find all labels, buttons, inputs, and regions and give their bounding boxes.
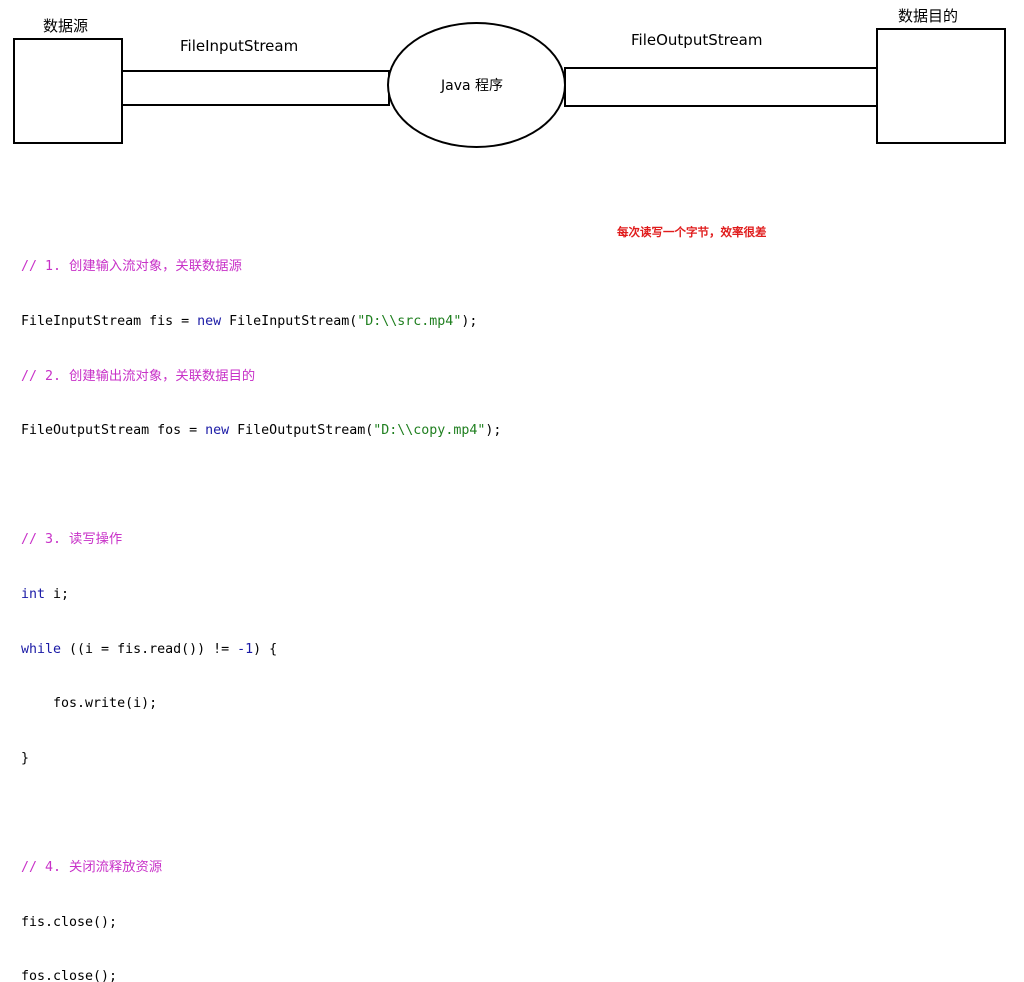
code-line-fis: FileInputStream fis = new FileInputStrea… bbox=[21, 313, 501, 331]
code-fis-string: "D:\\src.mp4" bbox=[357, 314, 462, 329]
code-line-fos: FileOutputStream fos = new FileOutputStr… bbox=[21, 422, 501, 440]
code-line-write: fos.write(i); bbox=[21, 696, 158, 712]
code-fis-ctor: FileInputStream( bbox=[221, 314, 358, 329]
input-stream-pipe bbox=[121, 70, 390, 106]
code-fos-string: "D:\\copy.mp4" bbox=[373, 423, 486, 439]
code-fos-new-keyword: new bbox=[205, 423, 230, 439]
java-program-label: Java 程序 bbox=[441, 78, 504, 94]
code-while-mid: ((i = fis.read()) != bbox=[61, 641, 238, 657]
code-fos-end: ); bbox=[485, 423, 502, 439]
source-label: 数据源 bbox=[43, 17, 89, 35]
java-program-ellipse bbox=[387, 22, 566, 148]
code-fis-type: FileInputStream fis = bbox=[21, 314, 198, 329]
code-comment-3: // 3. 读写操作 bbox=[21, 532, 123, 548]
code-fos-ctor: FileOutputStream( bbox=[229, 423, 374, 439]
code-blank-line bbox=[21, 477, 501, 495]
source-box bbox=[13, 38, 123, 144]
code-block: // 1. 创建输入流对象，关联数据源 FileInputStream fis … bbox=[21, 222, 501, 982]
input-stream-label: FileInputStream bbox=[180, 37, 299, 55]
code-line-int: int i; bbox=[21, 586, 501, 604]
code-int-keyword: int bbox=[21, 586, 46, 602]
code-line-close-brace: } bbox=[21, 750, 30, 766]
code-fis-new-keyword: new bbox=[197, 314, 222, 329]
code-line-close-fos: fos.close(); bbox=[21, 969, 118, 982]
code-while-keyword: while bbox=[21, 641, 62, 657]
code-int-rest: i; bbox=[45, 586, 70, 602]
output-stream-pipe bbox=[564, 67, 878, 107]
destination-box bbox=[876, 28, 1006, 144]
code-fos-type: FileOutputStream fos = bbox=[21, 423, 206, 439]
code-line-while: while ((i = fis.read()) != -1) { bbox=[21, 641, 501, 659]
efficiency-note: 每次读写一个字节，效率很差 bbox=[617, 225, 767, 239]
code-line-close-fis: fis.close(); bbox=[21, 914, 118, 930]
code-comment-1: // 1. 创建输入流对象，关联数据源 bbox=[21, 259, 242, 275]
code-while-end: ) { bbox=[253, 641, 278, 657]
code-comment-2: // 2. 创建输出流对象，关联数据目的 bbox=[21, 368, 256, 384]
code-comment-4: // 4. 关闭流释放资源 bbox=[21, 859, 163, 875]
code-while-number: -1 bbox=[237, 641, 254, 657]
code-blank-line bbox=[21, 804, 501, 822]
code-fis-end: ); bbox=[461, 314, 478, 329]
output-stream-label: FileOutputStream bbox=[631, 31, 763, 49]
destination-label: 数据目的 bbox=[898, 7, 959, 25]
